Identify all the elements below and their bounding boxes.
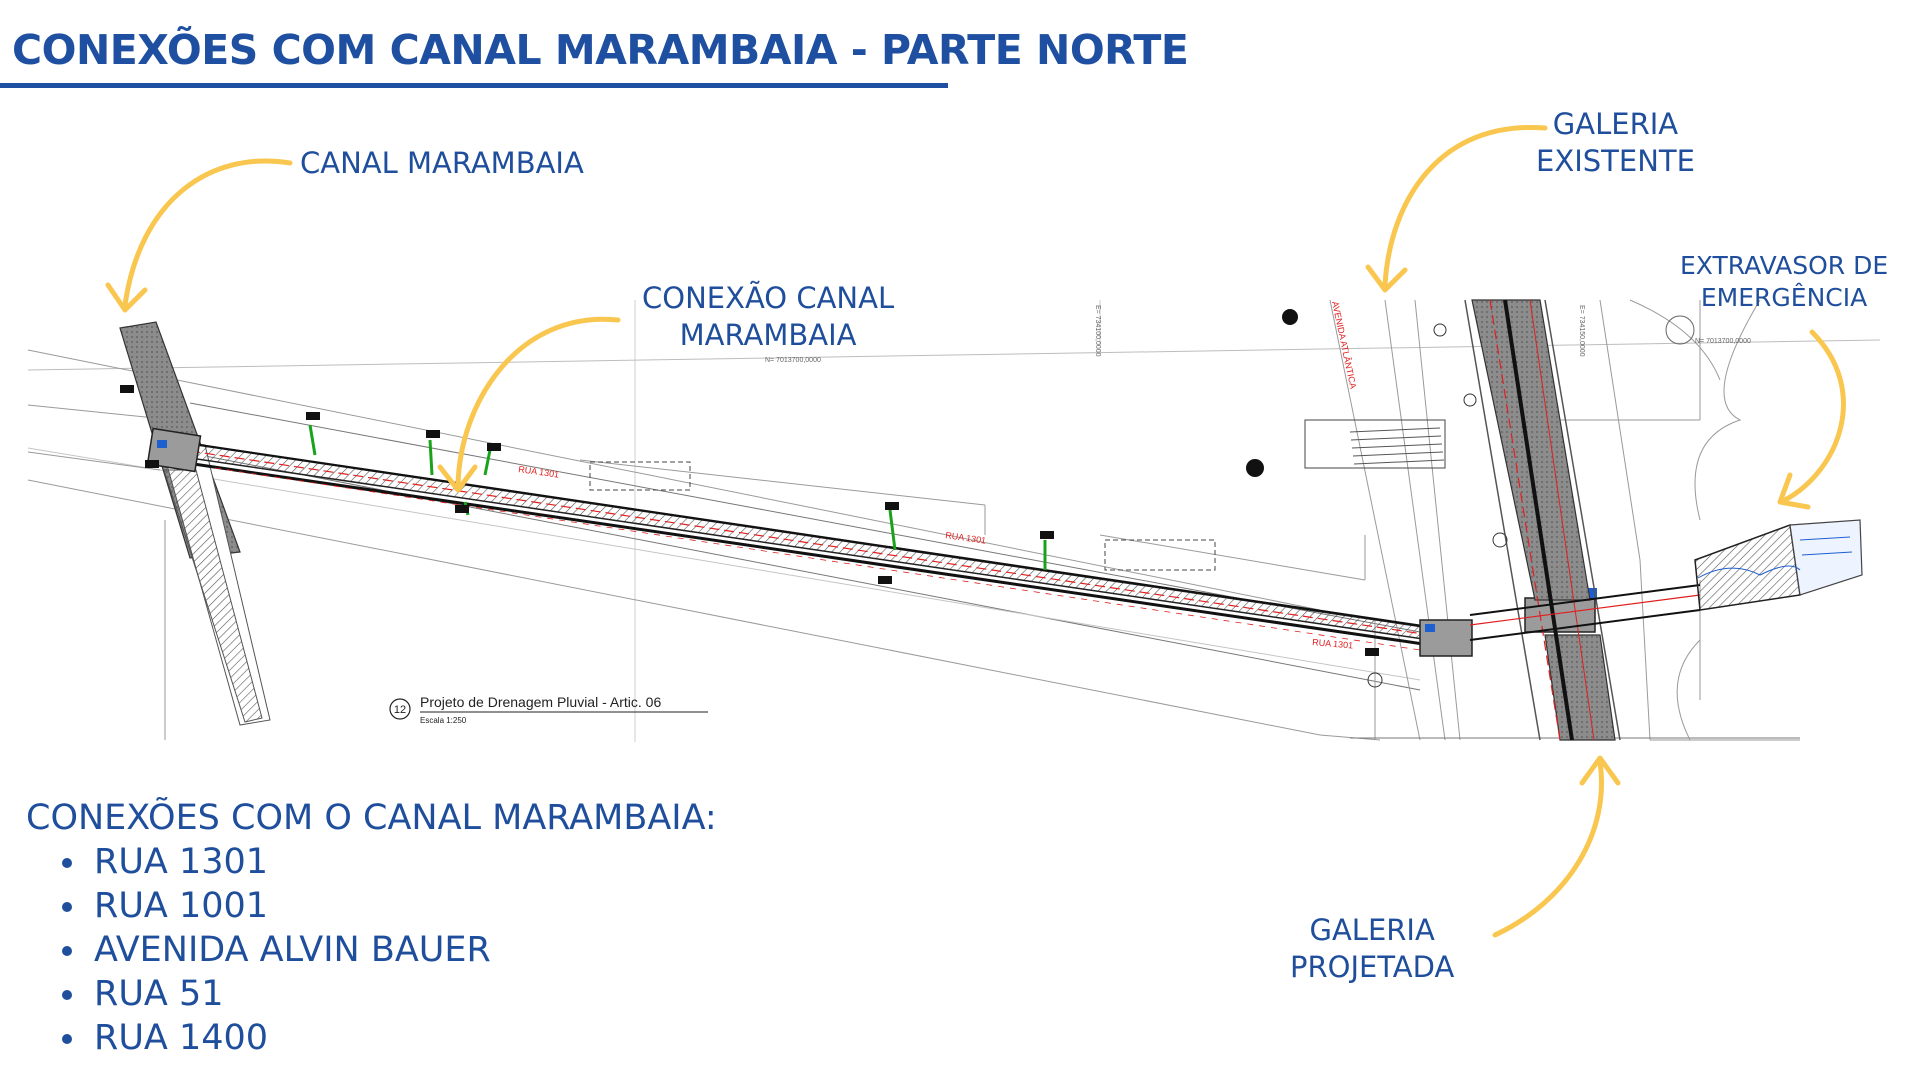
- arrow-conexao-canal: [455, 316, 621, 488]
- sheet-title: Projeto de Drenagem Pluvial - Artic. 06: [420, 694, 661, 710]
- bullet-icon: [62, 858, 72, 868]
- list-item-label: AVENIDA ALVIN BAUER: [94, 930, 491, 970]
- street-label-1: RUA 1301: [518, 464, 560, 480]
- bullet-icon: [62, 1034, 72, 1044]
- street-label-2: RUA 1301: [945, 530, 987, 546]
- callout-conexao-canal: CONEXÃO CANAL MARAMBAIA: [642, 280, 894, 354]
- callout-canal-marambaia-text: CANAL MARAMBAIA: [300, 146, 584, 180]
- callout-galeria-projetada-line1: GALERIA: [1309, 913, 1435, 947]
- list-item: RUA 51: [62, 972, 717, 1016]
- list-item-label: RUA 1001: [94, 886, 269, 926]
- avenue-label: AVENIDA ATLÂNTICA: [1330, 300, 1358, 389]
- callout-galeria-existente-line2: EXISTENTE: [1536, 144, 1695, 178]
- list-item: RUA 1001: [62, 884, 717, 928]
- callout-galeria-existente-line1: GALERIA: [1552, 107, 1679, 141]
- bullet-icon: [62, 990, 72, 1000]
- bullet-icon: [62, 902, 72, 912]
- callout-galeria-projetada: GALERIA PROJETADA: [1290, 912, 1454, 986]
- tree-symbols: [1246, 309, 1508, 688]
- list-item: RUA 1301: [62, 840, 717, 884]
- pit-markers: [120, 385, 1379, 656]
- list-item-label: RUA 51: [94, 974, 224, 1014]
- callout-galeria-projetada-line2: PROJETADA: [1290, 950, 1455, 984]
- callout-extravasor-line1: EXTRAVASOR DE: [1680, 251, 1889, 280]
- callout-extravasor: EXTRAVASOR DE EMERGÊNCIA: [1680, 250, 1888, 314]
- page-title: CONEXÕES COM CANAL MARAMBAIA - PARTE NOR…: [12, 26, 1189, 74]
- arrow-extravasor: [1782, 329, 1846, 503]
- callout-conexao-line2: MARAMBAIA: [679, 318, 857, 352]
- list-item-label: RUA 1301: [94, 842, 269, 882]
- callout-galeria-existente: GALERIA EXISTENTE: [1536, 106, 1695, 180]
- connections-heading: CONEXÕES COM O CANAL MARAMBAIA:: [26, 798, 717, 838]
- callout-canal-marambaia: CANAL MARAMBAIA: [300, 145, 584, 182]
- list-item-label: RUA 1400: [94, 1018, 269, 1058]
- emergency-overflow-structure: [1694, 523, 1801, 611]
- coord-east-1: E= 734100,0000: [1094, 305, 1101, 357]
- plan-linework: [27, 299, 1881, 742]
- coord-east-2: E= 734150,0000: [1578, 305, 1585, 357]
- list-item: RUA 1400: [62, 1016, 717, 1060]
- connections-list: CONEXÕES COM O CANAL MARAMBAIA: RUA 1301…: [26, 796, 717, 1060]
- callout-conexao-line1: CONEXÃO CANAL: [642, 281, 895, 315]
- arrow-galeria-projetada: [1492, 759, 1604, 938]
- sheet-number: 12: [394, 704, 406, 716]
- arrow-canal-marambaia: [122, 158, 293, 308]
- callout-extravasor-line2: EMERGÊNCIA: [1700, 283, 1868, 312]
- title-underline: [0, 83, 948, 88]
- sheet-scale: Escala 1:250: [420, 716, 467, 725]
- arrow-galeria-existente: [1382, 124, 1548, 288]
- sheet-number-circle: [389, 698, 411, 720]
- callout-arrows: [105, 124, 1846, 938]
- coord-north-2: N= 7013700,0000: [1695, 338, 1751, 345]
- list-item: AVENIDA ALVIN BAUER: [62, 928, 717, 972]
- bullet-icon: [62, 946, 72, 956]
- coord-north-1: N= 7013700,0000: [765, 357, 821, 364]
- projected-gallery-pipe: [189, 443, 1431, 641]
- street-label-3: RUA 1301: [1312, 637, 1354, 651]
